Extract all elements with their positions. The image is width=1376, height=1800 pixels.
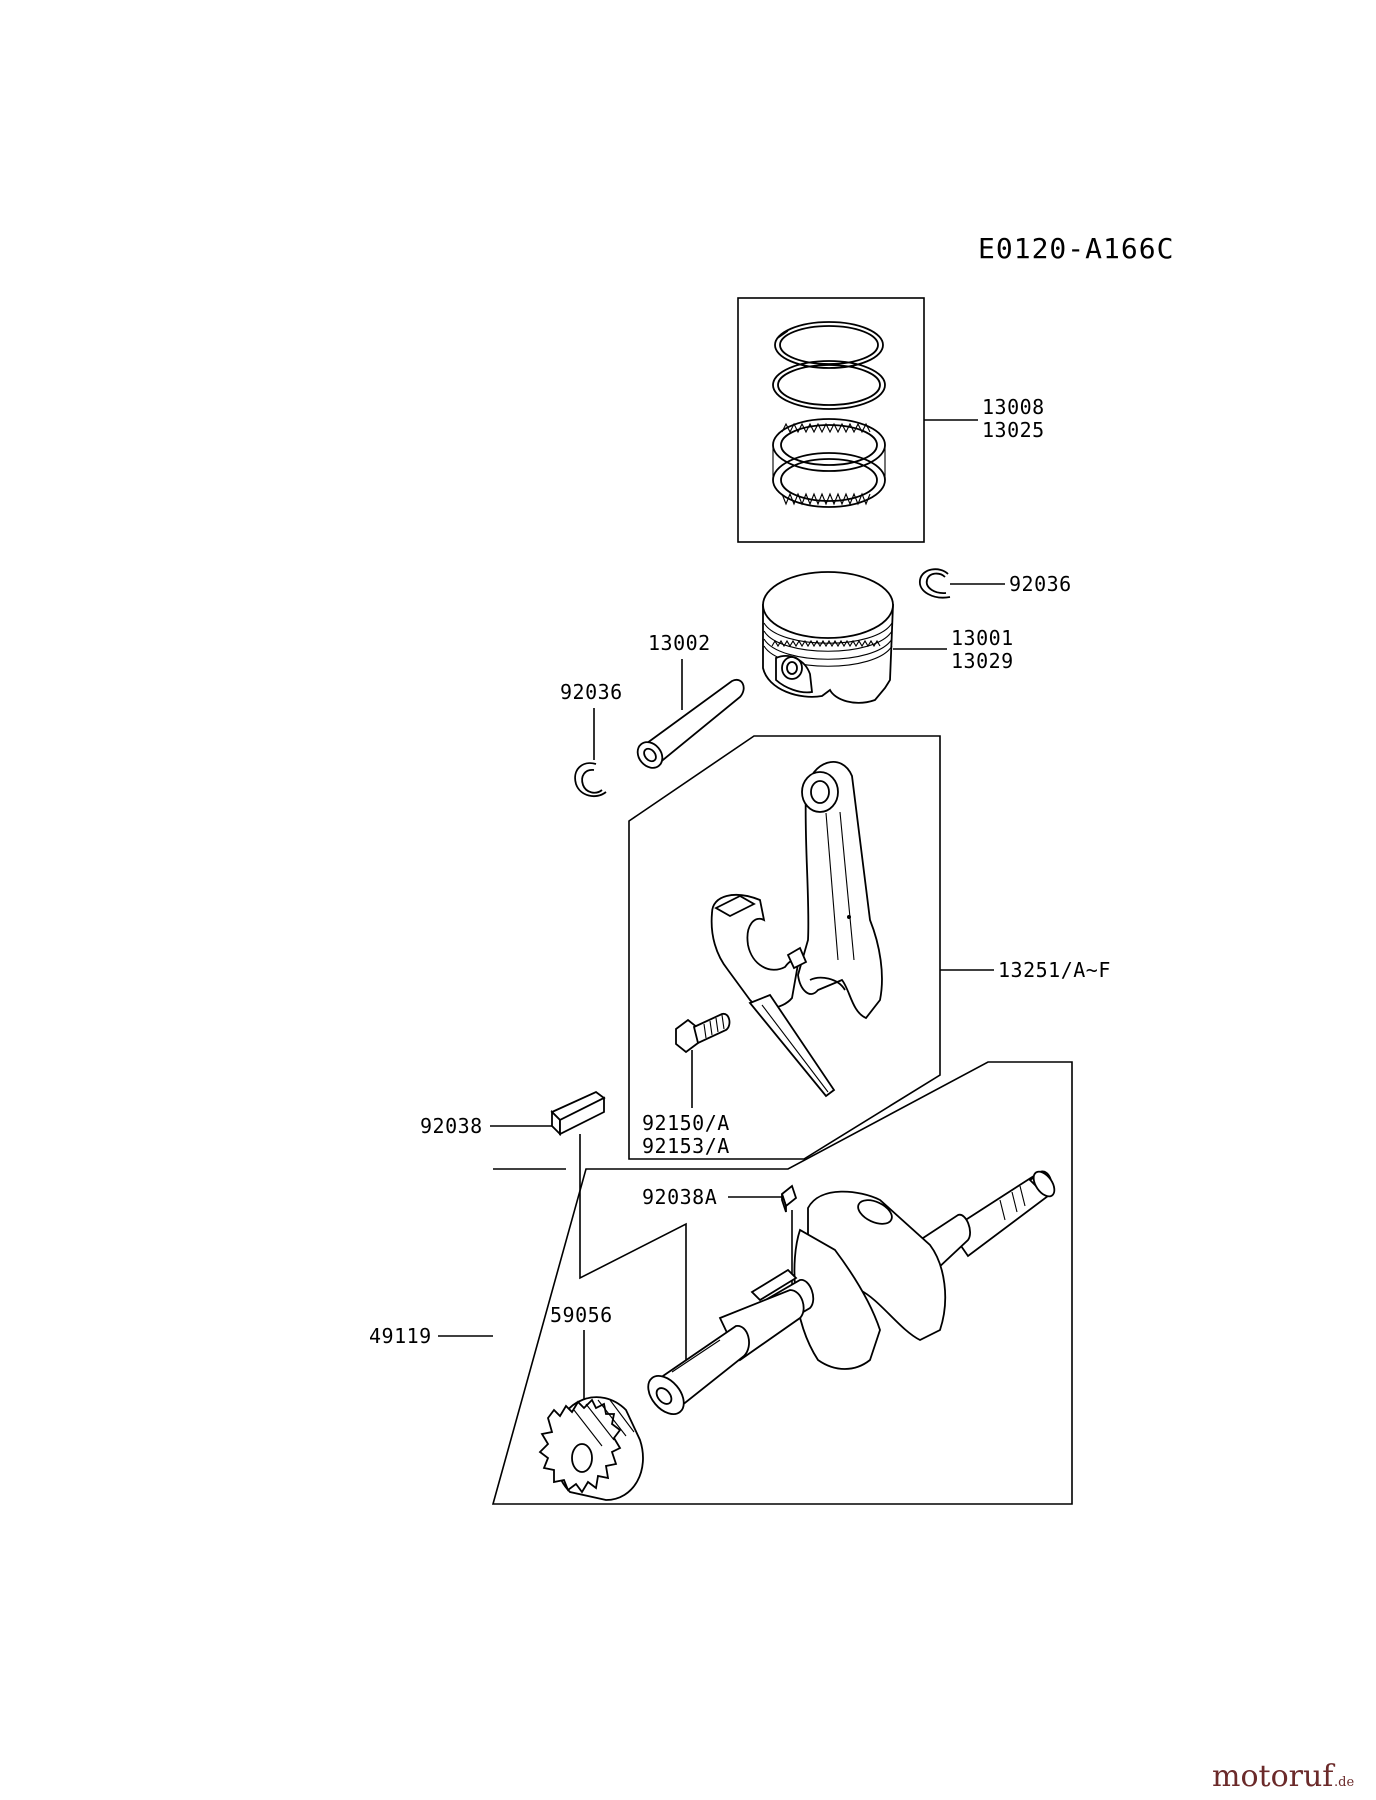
piston-rings-group: 13008 13025 [737, 297, 1045, 543]
label-piston-1: 13001 [951, 626, 1014, 650]
label-rod-bolt-1: 92150/A [642, 1111, 730, 1135]
piston-pin: 13002 [636, 631, 745, 769]
piston-ring-top [774, 321, 884, 369]
label-circlip-left: 92036 [560, 680, 623, 704]
svg-text:motoruf: motoruf [1212, 1759, 1335, 1794]
label-piston-2: 13029 [951, 649, 1014, 673]
crankshaft-frame [491, 1061, 1073, 1505]
rod-bolt: 92150/A 92153/A [642, 1013, 731, 1158]
label-crankshaft: 49119 [369, 1324, 432, 1348]
gear: 59056 [538, 1303, 644, 1501]
label-connecting-rod: 13251/A~F [998, 958, 1111, 982]
connecting-rod [797, 761, 883, 1020]
label-gear: 59056 [550, 1303, 613, 1327]
label-circlip-top: 92036 [1009, 572, 1072, 596]
connecting-rod-frame [628, 735, 941, 1160]
circlip-top: 92036 [919, 568, 1072, 599]
connecting-rod-cap [710, 894, 836, 1098]
watermark-logo: motoruf .de [1212, 1759, 1354, 1794]
piston-ring-second [772, 360, 886, 410]
label-rod-bolt-2: 92153/A [642, 1134, 730, 1158]
crankshaft [647, 1170, 1056, 1416]
label-key: 92038 [420, 1114, 483, 1138]
label-piston-rings-2: 13025 [982, 418, 1045, 442]
leader-key-to-gear [579, 1134, 687, 1360]
diagram-code: E0120-A166C [978, 232, 1174, 265]
key-a: 92038A [642, 1184, 798, 1310]
svg-text:.de: .de [1334, 1775, 1354, 1790]
label-piston-rings-1: 13008 [982, 395, 1045, 419]
label-piston-pin: 13002 [648, 631, 711, 655]
connecting-rod-group: 92150/A 92153/A 13251/A~F [628, 735, 1111, 1160]
circlip-left: 92036 [560, 680, 623, 798]
piston-rings-frame [737, 297, 925, 543]
label-key-a: 92038A [642, 1185, 717, 1209]
key: 92038 [420, 1090, 606, 1138]
piston: 13001 13029 [762, 571, 1014, 704]
crankshaft-group: 92038A [369, 1061, 1073, 1505]
piston-oil-ring [772, 418, 886, 508]
